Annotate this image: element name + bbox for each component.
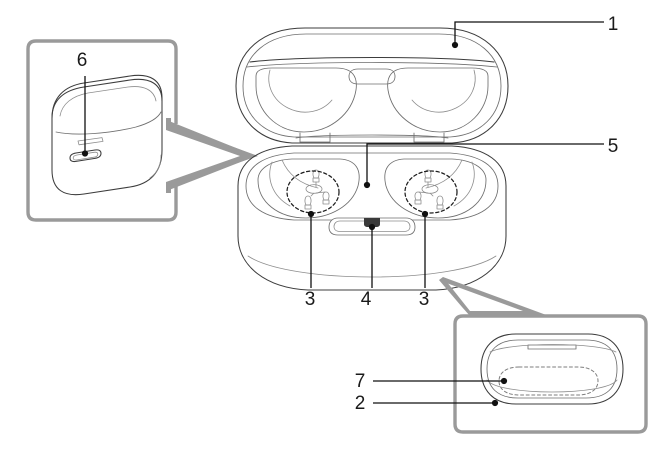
body-well-right [384, 158, 487, 219]
body-inner-rim [245, 152, 499, 221]
contact-left-pin-2 [304, 195, 312, 206]
leader-dot-3-left [307, 210, 315, 218]
callout-number-7: 7 [355, 371, 366, 392]
closed-case-top-seam [51, 78, 163, 119]
contact-right-pin-3 [414, 191, 422, 201]
inset-connector-wedge-bottom-2 [439, 277, 470, 316]
callout-number-5: 5 [608, 136, 619, 157]
closed-case-notch [77, 137, 104, 146]
leader-line-5 [366, 143, 604, 184]
body-well-right-inner [453, 161, 475, 207]
contact-right-pin-2-base [436, 204, 444, 210]
usb-c-port-inner [72, 151, 99, 161]
contact-right-pin-1 [424, 169, 432, 179]
lid-center-pill [348, 68, 396, 85]
case-lid [235, 27, 509, 144]
contact-left-stem [310, 181, 326, 197]
lid-outer-shell [235, 27, 509, 144]
callout-number-3-left: 3 [305, 289, 316, 310]
front-indicator-led [364, 218, 380, 227]
inset-connector-wedge-left [166, 118, 258, 193]
body-well-left-shelf [281, 159, 319, 189]
contact-right-stem [418, 181, 434, 197]
inset-connector-wedge-left-fill [169, 121, 256, 190]
contact-right-pin-3-base [414, 199, 422, 205]
charging-contacts-right [404, 169, 458, 214]
underside-inner-outline [486, 339, 618, 399]
usb-c-port-outline [69, 149, 102, 163]
underside-lower-rim [486, 379, 618, 393]
body-well-right-shelf [425, 159, 463, 189]
lid-front-rim-2 [246, 62, 498, 68]
usb-c-charging-port [69, 149, 102, 163]
body-outer-shell [237, 145, 507, 291]
inset-connector-wedge-bottom [441, 277, 549, 316]
callout-number-1: 1 [608, 14, 619, 35]
lid-cavity-left [255, 67, 357, 133]
contact-right-pin-1-base [424, 177, 432, 183]
lid-cavity-right [387, 67, 489, 133]
contact-right-pin-2 [436, 195, 444, 206]
callout-number-2: 2 [355, 393, 366, 414]
underside-outer-outline [480, 333, 624, 405]
contact-right-dashed-ellipse [404, 170, 458, 214]
leader-dot-2 [491, 399, 499, 407]
closed-case-top-highlight [59, 86, 157, 117]
underside-dashed-region [498, 366, 599, 396]
leader-dot-3-right [421, 210, 429, 218]
leader-dot-6 [81, 150, 89, 157]
closed-case-bottom-hint [149, 154, 162, 179]
leader-dot-7 [500, 377, 508, 385]
body-well-left-inner [269, 161, 291, 207]
usb-port-inset-frame [26, 39, 178, 222]
underside-top-curve [489, 344, 617, 353]
lid-bottom-edge [295, 134, 449, 139]
front-lip-inner [333, 220, 411, 232]
closed-case-lid-split [55, 111, 162, 135]
leader-dot-1 [451, 41, 459, 49]
callout-number-6: 6 [77, 50, 88, 71]
leader-dot-5 [363, 181, 371, 189]
lid-front-rim [249, 56, 495, 63]
charging-case-open: 1 5 3 4 3 [235, 14, 619, 310]
underside-top-strip [527, 344, 577, 350]
case-bottom-inset-frame [453, 314, 648, 434]
contact-left-pin-1-base [312, 177, 320, 183]
lid-inner-shell [242, 33, 502, 138]
callout-number-3-right: 3 [419, 289, 430, 310]
body-well-left [257, 158, 360, 219]
contact-left-pin-3-base [322, 199, 330, 205]
case-underside [480, 333, 624, 405]
front-lip-outline [328, 217, 416, 236]
leader-dot-4 [368, 223, 376, 231]
leader-line-1 [454, 21, 604, 44]
usb-port-inset: 6 [26, 39, 258, 222]
contact-left-pin-1 [312, 169, 320, 179]
lid-cavity-left-inner [268, 69, 333, 113]
case-bottom-inset: 7 2 [355, 277, 648, 434]
closed-case-body-outline [51, 74, 163, 196]
lid-cavity-right-inner [411, 69, 476, 113]
contact-left-pin-3 [322, 191, 330, 201]
closed-case-rear [51, 74, 163, 196]
contact-left-pin-2-base [304, 204, 312, 210]
callout-number-4: 4 [361, 289, 372, 310]
